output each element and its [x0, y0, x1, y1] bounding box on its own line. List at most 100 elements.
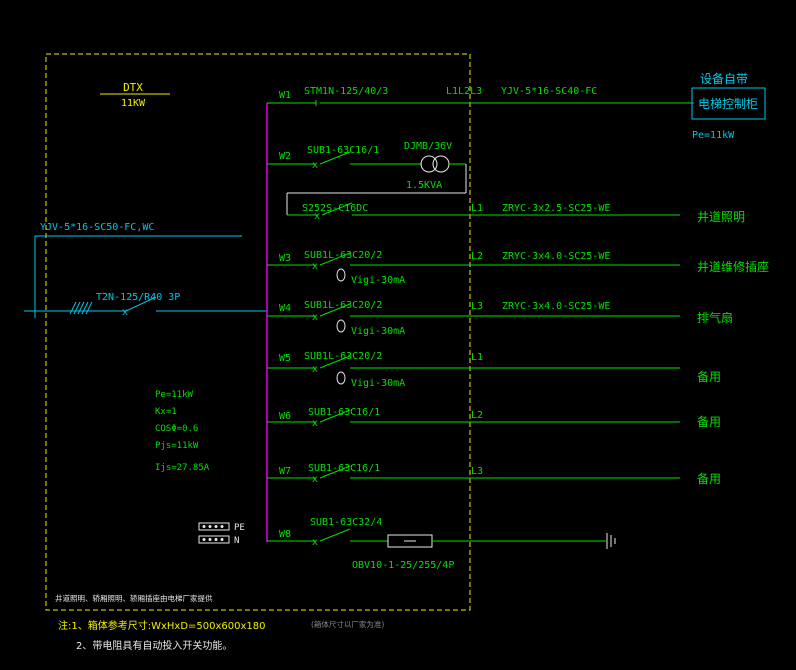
- param-cos: COSΦ=0.6: [155, 424, 198, 434]
- breaker-x: x: [312, 418, 318, 429]
- phase-tick-3: [77, 301, 85, 315]
- n-terminal-dot: [214, 538, 218, 541]
- circuit-w2: W2 SUB1-63C16/1 x DJMB/36V 1.5KVA: [267, 141, 467, 215]
- load-label: 井道照明: [697, 210, 745, 224]
- pe-label: PE: [234, 523, 245, 533]
- main-switch-blade: [125, 296, 157, 312]
- supplier-pe: Pe=11kW: [692, 130, 735, 141]
- breaker-x: x: [312, 261, 318, 272]
- phase-label: L1: [471, 203, 483, 214]
- phase-label: L3: [471, 301, 483, 312]
- note-1: 注:1、箱体参考尺寸:WxHxD=500x600x180: [58, 619, 266, 632]
- phase-tick-2: [73, 301, 81, 315]
- breaker-x: x: [312, 364, 318, 375]
- load-label: 备用: [697, 415, 721, 429]
- panel-name: DTX: [123, 81, 143, 94]
- breaker-x: x: [312, 160, 318, 171]
- circuit-w7: W7 SUB1-63C16/1 x L3 备用: [267, 463, 721, 486]
- phase-label: L1L2L3: [446, 86, 482, 97]
- circuit-w6: W6 SUB1-63C16/1 x L2 备用: [267, 407, 721, 429]
- main-switch-x: x: [122, 307, 128, 318]
- breaker-label: S252S-C16DC: [302, 203, 368, 214]
- cable-label: ZRYC-3x4.0-SC25-WE: [502, 301, 610, 312]
- phase-label: L3: [471, 466, 483, 477]
- rcd-symbol: [336, 268, 346, 282]
- rcd-label: Vigi-30mA: [351, 275, 405, 286]
- box-note: 井道照明、轿厢照明、轿厢插座由电梯厂家提供: [55, 593, 213, 603]
- param-pe: Pe=11kW: [155, 390, 194, 400]
- main-switch-label: T2N-125/R40 3P: [96, 292, 180, 303]
- breaker-label: SUB1-63C32/4: [310, 517, 382, 528]
- n-label: N: [234, 536, 239, 546]
- transformer-rating: 1.5KVA: [406, 180, 442, 191]
- load-label: 电梯控制柜: [698, 97, 758, 111]
- circuit-w8: W8 SUB1-63C32/4 x OBV10-1-25/255/4P: [267, 517, 616, 571]
- circuit-id: W8: [279, 529, 291, 540]
- breaker-label: SUB1L-63C20/2: [304, 300, 382, 311]
- breaker-label: STM1N-125/40/3: [304, 86, 388, 97]
- pe-terminal-strip: [198, 522, 230, 531]
- switch-blade: [321, 202, 353, 216]
- load-label: 排气扇: [697, 310, 733, 325]
- transformer-label: DJMB/36V: [404, 141, 452, 152]
- supplier-note: 设备自带: [700, 72, 748, 86]
- circuit-shaft-lighting: S252S-C16DC x L1 ZRYC-3x2.5-SC25-WE 井道照明: [287, 202, 745, 224]
- n-terminal-dot: [202, 538, 206, 541]
- cable-label: ZRYC-3x4.0-SC25-WE: [502, 251, 610, 262]
- phase-tick-1: [69, 301, 77, 315]
- breaker-x: x: [312, 312, 318, 323]
- bottom-note: (箱体尺寸以厂家为准): [311, 619, 384, 629]
- breaker-x: x: [314, 211, 320, 222]
- circuit-id: W7: [279, 466, 291, 477]
- n-terminal-dot: [220, 538, 224, 541]
- phase-label: L1: [471, 352, 483, 363]
- switch-blade: [319, 303, 351, 317]
- load-label: 备用: [697, 472, 721, 486]
- phase-label: L2: [471, 251, 483, 262]
- load-label: 备用: [697, 370, 721, 384]
- n-terminal-dot: [208, 538, 212, 541]
- cable-label: YJV-5*16-SC40-FC: [501, 86, 597, 97]
- param-pjs: Pjs=11kW: [155, 441, 199, 451]
- circuit-id: W1: [279, 90, 291, 101]
- load-box: [691, 87, 766, 120]
- circuit-w3: W3 SUB1L-63C20/2 x Vigi-30mA L2 ZRYC-3x4…: [267, 250, 769, 286]
- param-ijs: Ijs=27.85A: [155, 463, 210, 473]
- transformer-coil: [432, 155, 450, 173]
- cable-label: ZRYC-3x2.5-SC25-WE: [502, 203, 610, 214]
- switch-blade: [319, 465, 351, 479]
- pe-terminal-dot: [202, 525, 206, 528]
- incoming-cable-label: YJV-5*16-SC50-FC,WC: [40, 222, 154, 233]
- load-parameters: Pe=11kW Kx=1 COSΦ=0.6 Pjs=11kW Ijs=27.85…: [155, 390, 210, 473]
- breaker-label: SUB1L-63C20/2: [304, 351, 382, 362]
- circuit-id: W6: [279, 411, 291, 422]
- circuit-id: W4: [279, 303, 291, 314]
- n-terminal-strip: [198, 535, 230, 544]
- circuit-w5: W5 SUB1L-63C20/2 x Vigi-30mA L1 备用: [267, 351, 721, 389]
- pe-terminal-dot: [220, 525, 224, 528]
- circuit-id: W3: [279, 253, 291, 264]
- breaker-x: x: [312, 537, 318, 548]
- spd-label: OBV10-1-25/255/4P: [352, 560, 454, 571]
- phase-tick-5: [85, 301, 93, 315]
- rcd-symbol: [336, 319, 346, 333]
- param-kx: Kx=1: [155, 407, 177, 417]
- circuit-id: W2: [279, 151, 291, 162]
- switch-blade: [319, 528, 351, 542]
- pe-terminal-dot: [208, 525, 212, 528]
- load-label: 井道维修插座: [697, 259, 769, 274]
- circuit-w4: W4 SUB1L-63C20/2 x Vigi-30mA L3 ZRYC-3x4…: [267, 300, 733, 337]
- switch-blade: [319, 409, 351, 423]
- switch-blade: [319, 151, 351, 165]
- circuit-id: W5: [279, 353, 291, 364]
- breaker-label: SUB1-63C16/1: [307, 145, 379, 156]
- panel-power: 11KW: [121, 98, 146, 109]
- phase-label: L2: [471, 410, 483, 421]
- rcd-symbol: [336, 371, 346, 385]
- panel-boundary: [45, 53, 471, 611]
- switch-blade: [319, 355, 351, 369]
- rcd-label: Vigi-30mA: [351, 326, 405, 337]
- rcd-label: Vigi-30mA: [351, 378, 405, 389]
